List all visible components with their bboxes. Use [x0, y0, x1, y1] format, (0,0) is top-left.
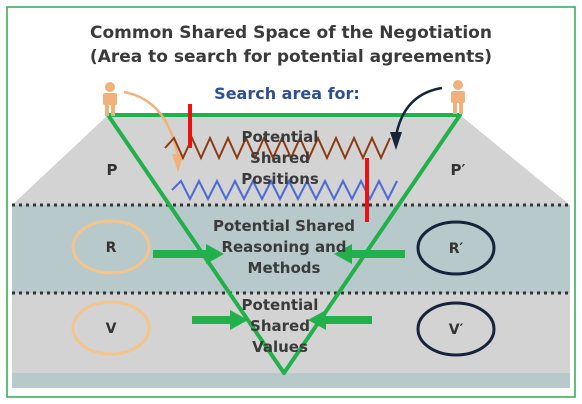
left-reasoning-arrowhead [206, 244, 224, 264]
right-values-label: V′ [449, 322, 464, 338]
title-line-2: (Area to search for potential agreements… [90, 47, 492, 67]
left-reasoning-label: R [106, 240, 117, 256]
left-search-arrowhead [172, 154, 184, 172]
positions-wave-blue [171, 178, 398, 202]
left-reasoning-circle [71, 219, 151, 275]
left-person-icon [103, 82, 117, 116]
title-line-1: Common Shared Space of the Negotiation [90, 23, 492, 43]
shared-positions-line-1: Potential [242, 128, 319, 146]
right-positions-label: P′ [451, 161, 466, 179]
right-reasoning-arrowhead [334, 244, 352, 264]
shared-reasoning-line-2: Reasoning and [221, 238, 346, 256]
left-search-arrow [123, 90, 180, 159]
right-person-icon [451, 80, 465, 114]
search-area-label: Search area for: [214, 84, 360, 103]
bottom-band [12, 373, 570, 388]
left-positions-label: P [107, 161, 118, 179]
left-values-circle [71, 300, 151, 356]
shared-space-triangle [106, 113, 462, 375]
reasoning-band [12, 205, 570, 293]
shared-reasoning-line-3: Methods [248, 259, 321, 277]
shared-positions-line-2: Shared [250, 149, 310, 167]
left-values-label: V [106, 321, 117, 337]
right-reasoning-circle [416, 220, 496, 276]
shared-positions-line-3: Positions [241, 170, 319, 188]
left-values-arrowhead [230, 310, 248, 330]
positions-wave-brown [164, 135, 391, 161]
shared-values-line-3: Values [252, 338, 308, 356]
right-values-circle [416, 301, 496, 357]
right-search-arrow [394, 86, 443, 137]
shared-values-line-1: Potential [242, 296, 319, 314]
right-values-arrowhead [308, 310, 326, 330]
right-search-arrowhead [390, 132, 402, 150]
shared-values-line-2: Shared [250, 317, 310, 335]
shared-reasoning-line-1: Potential Shared [213, 217, 355, 235]
right-reasoning-label: R′ [449, 241, 464, 257]
